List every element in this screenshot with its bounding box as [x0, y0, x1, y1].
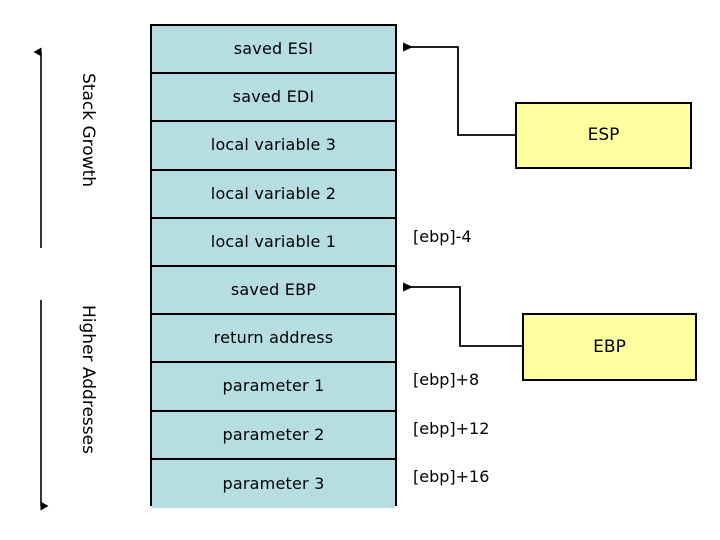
stack-cell-label: return address [213, 328, 334, 348]
higher-addresses-label: Higher Addresses [78, 305, 98, 454]
register-label: ESP [587, 125, 620, 145]
stack-growth-label: Stack Growth [78, 73, 98, 188]
register-box-esp[interactable]: ESP [515, 102, 692, 169]
register-label: EBP [593, 336, 626, 357]
stack-cell-label: parameter 1 [222, 376, 325, 396]
stack-cell-parameter-3[interactable]: parameter 3 [152, 459, 395, 508]
stack-cell-label: saved EDI [232, 87, 315, 107]
stack-cell-label: saved EBP [230, 280, 317, 300]
stack-cell-label: parameter 3 [222, 473, 325, 493]
ebp-connector-arrow [403, 282, 522, 347]
stack-cell-label: parameter 2 [222, 424, 325, 444]
stack-cell-local-variable-1[interactable]: local variable 1 [152, 218, 395, 267]
stack-cell-label: local variable 1 [210, 231, 337, 251]
stack-column: saved ESI saved EDI local variable 3 loc… [150, 24, 397, 508]
stack-cell-return-address[interactable]: return address [152, 315, 395, 364]
stack-cell-saved-edi[interactable]: saved EDI [152, 74, 395, 123]
stack-cell-label: saved ESI [233, 39, 314, 59]
stack-cell-parameter-1[interactable]: parameter 1 [152, 363, 395, 412]
offset-label-ebp-plus-12: [ebp]+12 [413, 419, 490, 438]
stack-cell-local-variable-2[interactable]: local variable 2 [152, 170, 395, 219]
stack-cell-label: local variable 3 [210, 135, 337, 155]
offset-label-ebp-minus-4: [ebp]-4 [413, 227, 472, 246]
stack-cell-label: local variable 2 [210, 183, 337, 203]
stack-cell-parameter-2[interactable]: parameter 2 [152, 411, 395, 460]
offset-label-ebp-plus-16: [ebp]+16 [413, 467, 490, 486]
esp-connector-arrow [403, 42, 515, 136]
offset-label-ebp-plus-8: [ebp]+8 [413, 370, 480, 389]
stack-cell-saved-esi[interactable]: saved ESI [152, 26, 395, 75]
register-box-ebp[interactable]: EBP [522, 313, 697, 381]
stack-cell-saved-ebp[interactable]: saved EBP [152, 266, 395, 316]
stack-cell-local-variable-3[interactable]: local variable 3 [152, 122, 395, 171]
